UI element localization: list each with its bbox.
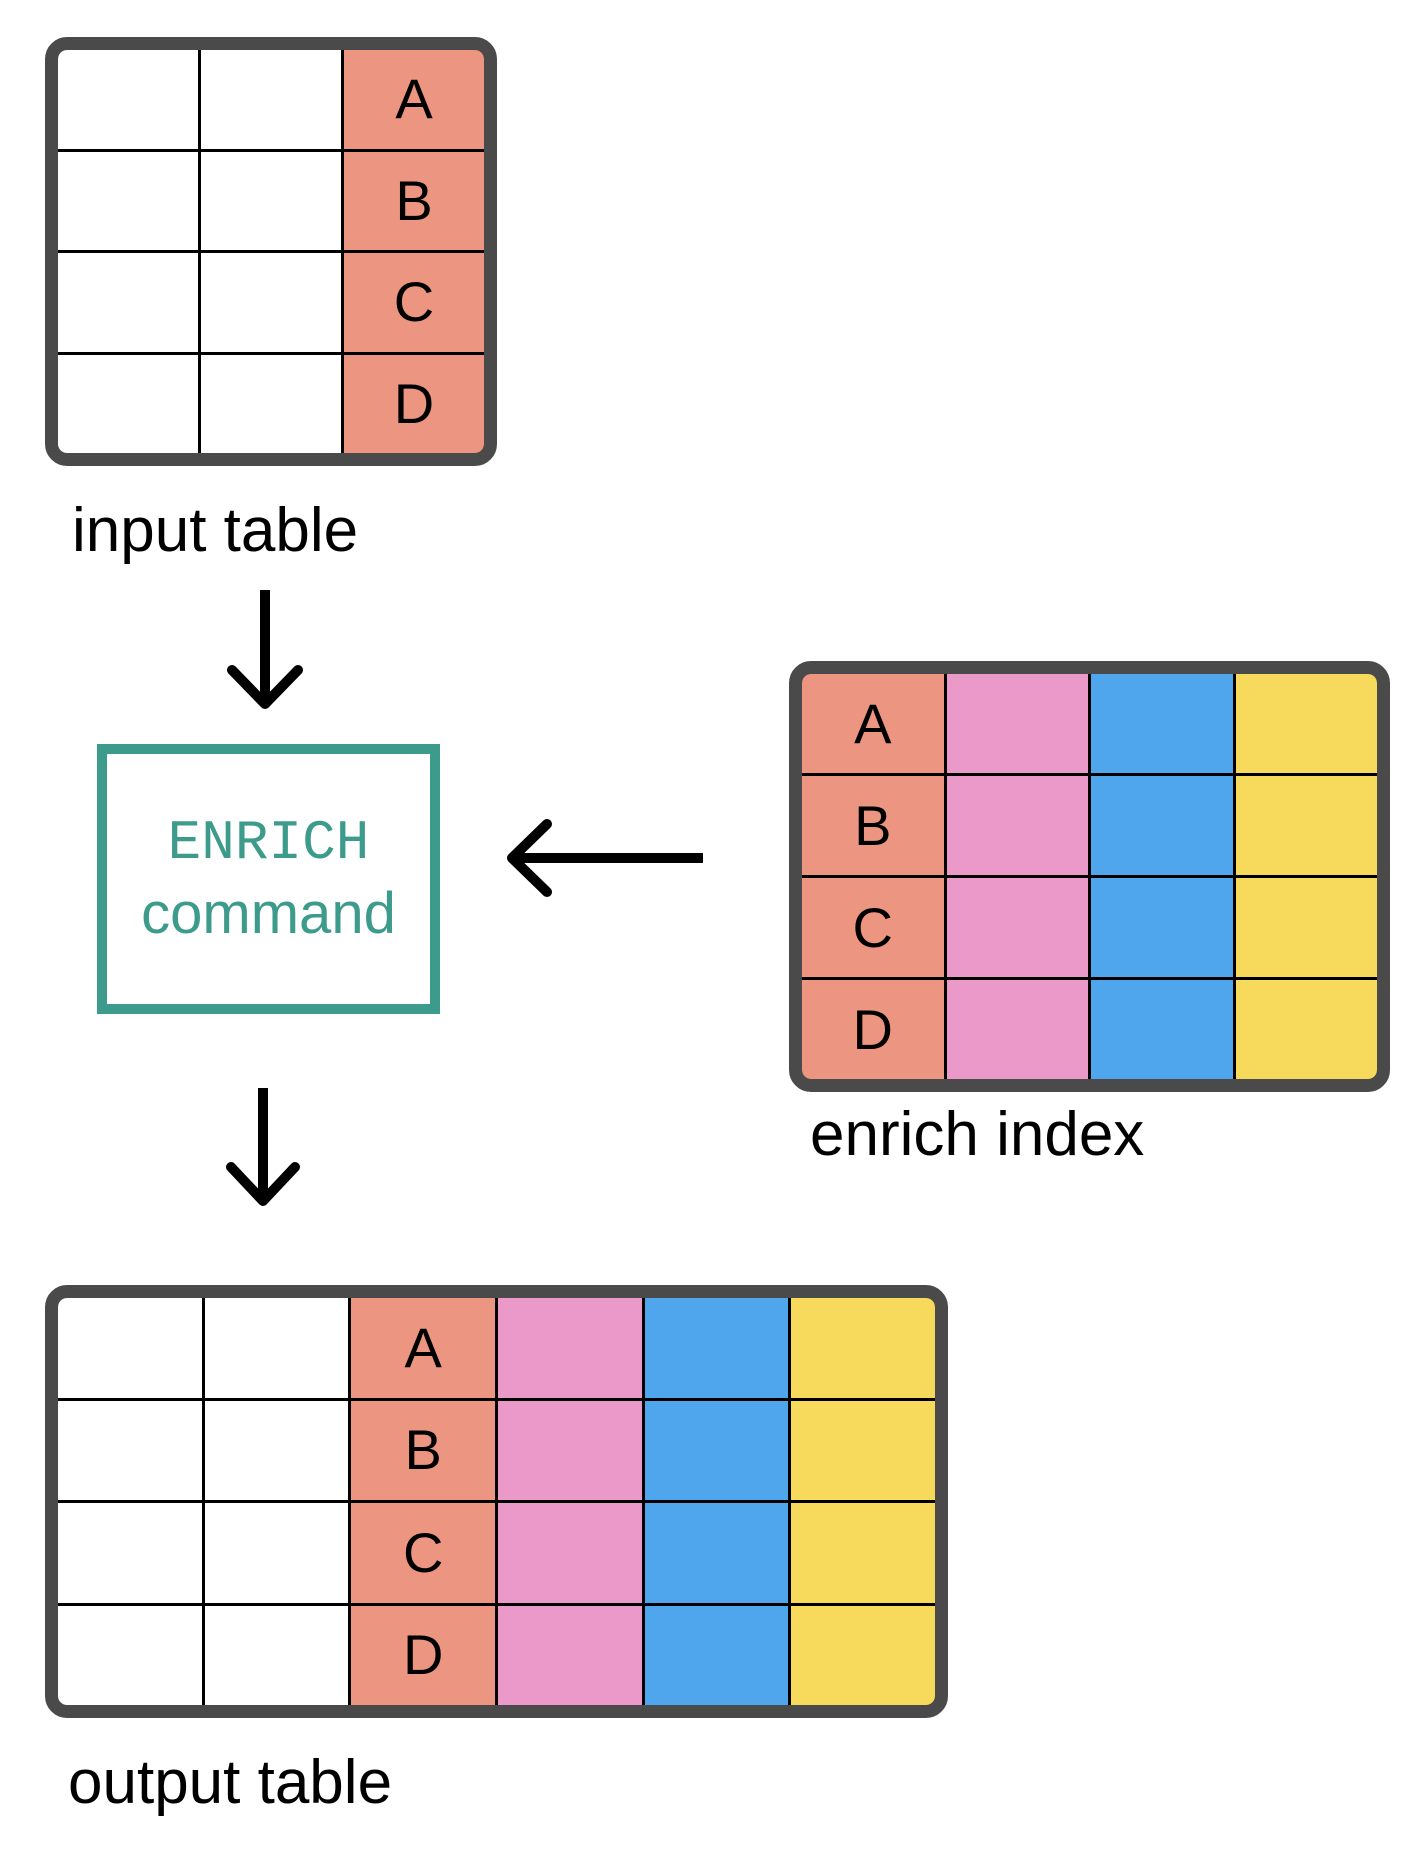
output-table-label: output table [68, 1748, 393, 1817]
enrich-cell-r1-c4 [1235, 674, 1377, 773]
enrich-keyword: ENRICH [167, 810, 370, 875]
arrow-input-to-enrich-command [227, 590, 303, 709]
enrich-cell-r3-c1-key-C: C [802, 878, 944, 977]
output-cell-r4-c5 [644, 1605, 789, 1705]
enrich-cell-r4-c1-key-D: D [802, 980, 944, 1079]
output-cell-r1-c6 [791, 1298, 935, 1398]
input-cell-r2-c3-key-B: B [344, 151, 484, 250]
enrich-command-word: command [141, 880, 396, 946]
output-cell-r2-c1 [58, 1400, 202, 1500]
output-cell-r2-c2 [204, 1400, 349, 1500]
arrow-left-head [507, 819, 552, 897]
input-cell-r3-c3-key-C: C [344, 253, 484, 352]
enrich-command-box: ENRICH command [97, 744, 440, 1014]
output-cell-r1-c4 [498, 1298, 642, 1398]
input-table-label: input table [72, 496, 359, 565]
enrich-cell-r1-c2 [946, 674, 1088, 773]
input-cell-r2-c1 [58, 151, 198, 250]
enrich-cell-r3-c2 [946, 878, 1088, 977]
output-cell-r4-c6 [791, 1605, 935, 1705]
output-cell-r4-c3-key-D: D [351, 1605, 495, 1705]
arrow-down-head [226, 1162, 300, 1206]
enrich-cell-r1-c1-key-A: A [802, 674, 944, 773]
enrich-cell-r1-c3 [1091, 674, 1233, 773]
input-cell-r3-c2 [201, 253, 341, 352]
enrich-index-label: enrich index [810, 1100, 1145, 1169]
enrich-cell-r4-c2 [946, 980, 1088, 1079]
output-cell-r1-c1 [58, 1298, 202, 1398]
input-cell-r2-c2 [201, 151, 341, 250]
output-cell-r3-c4 [498, 1503, 642, 1603]
output-cell-r4-c4 [498, 1605, 642, 1705]
arrow-down-head [227, 665, 303, 709]
arrow-enrich-command-to-output [226, 1088, 300, 1206]
enrich-cell-r2-c3 [1091, 776, 1233, 875]
enrich-cell-r4-c4 [1235, 980, 1377, 1079]
output-cell-r1-c5 [644, 1298, 789, 1398]
enrich-cell-r2-c4 [1235, 776, 1377, 875]
enrich-cell-r2-c1-key-B: B [802, 776, 944, 875]
output-cell-r4-c2 [204, 1605, 349, 1705]
output-cell-r3-c5 [644, 1503, 789, 1603]
enrich-cell-r2-c2 [946, 776, 1088, 875]
input-cell-r3-c1 [58, 253, 198, 352]
output-cell-r1-c3-key-A: A [351, 1298, 495, 1398]
input-cell-r1-c2 [201, 50, 341, 149]
enrich-cell-r3-c4 [1235, 878, 1377, 977]
output-cell-r2-c4 [498, 1400, 642, 1500]
output-cell-r3-c1 [58, 1503, 202, 1603]
output-cell-r3-c6 [791, 1503, 935, 1603]
output-cell-r3-c3-key-C: C [351, 1503, 495, 1603]
input-cell-r4-c3-key-D: D [344, 354, 484, 453]
output-cell-r2-c5 [644, 1400, 789, 1500]
output-cell-r4-c1 [58, 1605, 202, 1705]
input-cell-r1-c1 [58, 50, 198, 149]
output-cell-r2-c6 [791, 1400, 935, 1500]
enrich-cell-r3-c3 [1091, 878, 1233, 977]
input-cell-r1-c3-key-A: A [344, 50, 484, 149]
output-cell-r2-c3-key-B: B [351, 1400, 495, 1500]
output-cell-r1-c2 [204, 1298, 349, 1398]
output-cell-r3-c2 [204, 1503, 349, 1603]
input-cell-r4-c2 [201, 354, 341, 453]
input-cell-r4-c1 [58, 354, 198, 453]
arrow-enrich-index-to-command [507, 819, 703, 897]
enrich-cell-r4-c3 [1091, 980, 1233, 1079]
